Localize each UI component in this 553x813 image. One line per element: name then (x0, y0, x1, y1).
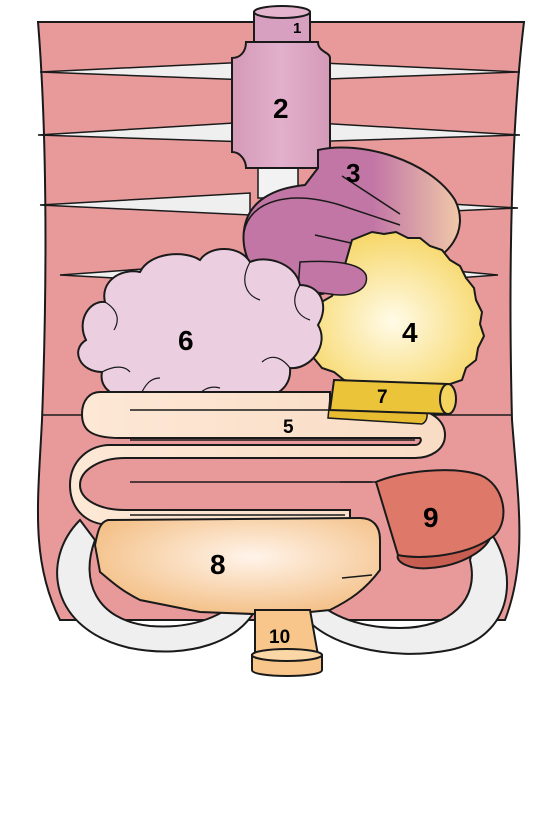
label-7: 7 (377, 387, 388, 408)
label-2: 2 (273, 93, 289, 124)
label-10: 10 (269, 627, 290, 648)
pelvis (56, 518, 508, 655)
stomach-pylorus (297, 260, 368, 296)
label-3: 3 (346, 158, 360, 188)
label-1: 1 (293, 20, 301, 37)
small-intestine (68, 391, 447, 526)
organ-nine (374, 469, 505, 570)
label-5: 5 (283, 417, 294, 438)
label-8: 8 (210, 549, 226, 580)
tube-organ (327, 378, 457, 425)
label-4: 4 (402, 317, 418, 348)
label-6: 6 (178, 325, 194, 356)
esophagus (231, 5, 331, 169)
rectum (251, 609, 323, 677)
label-9: 9 (423, 502, 439, 533)
